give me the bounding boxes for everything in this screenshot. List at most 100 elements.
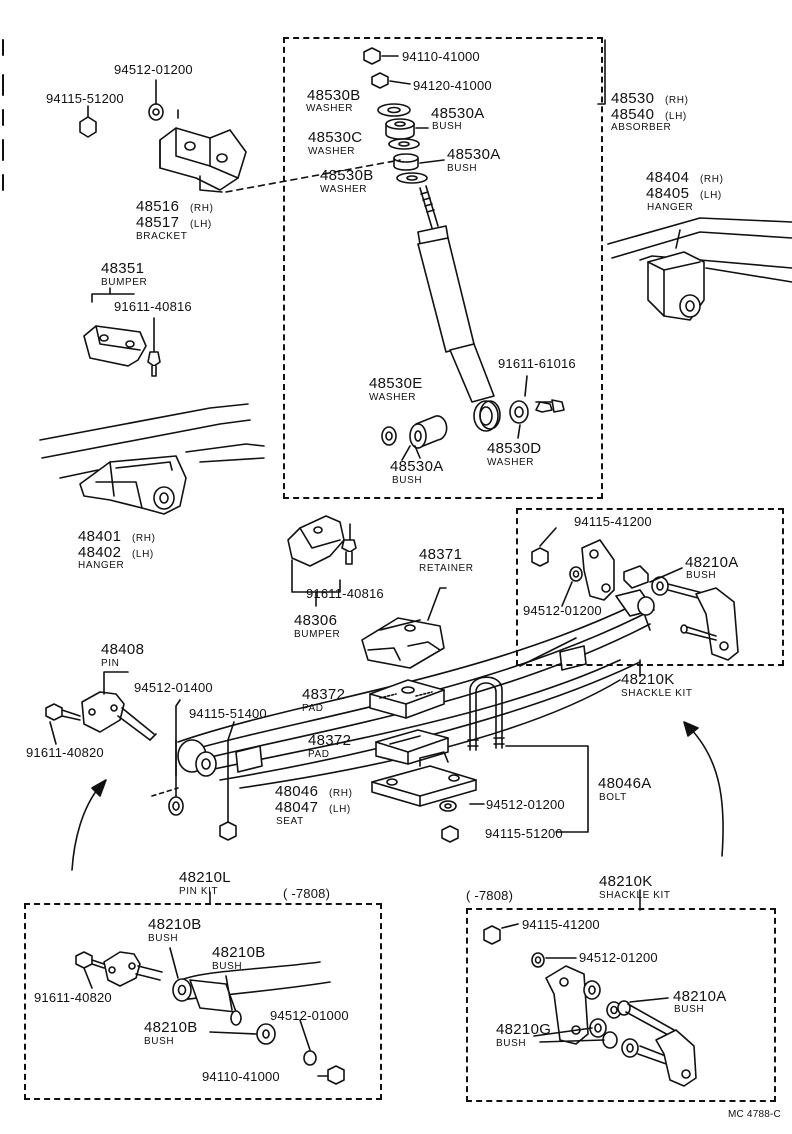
shackle-kit-lower-bush-a-pn: 48210A	[673, 988, 727, 1005]
shackle-kit-lower-drawing	[483, 923, 697, 1087]
shackle-upper-washer: 94512-01200	[523, 603, 602, 618]
pin-kit-arrow	[71, 779, 107, 871]
pin-kit-bush2-name: BUSH	[212, 961, 243, 972]
bracket-lh-side: (LH)	[190, 219, 212, 230]
bracket-nut-label: 94115-51200	[46, 91, 124, 106]
absorber-group-box	[283, 37, 603, 499]
absorber-nut-top-label: 94110-41000	[402, 49, 480, 64]
absorber-bush-upper-drawing	[385, 118, 429, 140]
front-hanger-lh-side: (LH)	[132, 549, 154, 560]
bolt-group-nut: 94115-51200	[485, 826, 563, 841]
absorber-washer-lower-drawing	[396, 172, 428, 184]
bracket-nut-drawing	[79, 105, 97, 138]
front-hanger-drawing	[39, 403, 265, 515]
bracket-name: BRACKET	[136, 231, 188, 242]
absorber-bush-mid-name: BUSH	[447, 163, 478, 174]
absorber-washer-e-pn: 48530E	[369, 375, 423, 392]
shackle-kit-arrow-upper	[683, 721, 724, 857]
pin-kit-washer: 94512-01000	[270, 1008, 349, 1023]
upper-bumper-drawing	[83, 287, 161, 377]
absorber-leaders	[401, 39, 606, 461]
pin-name: PIN	[101, 658, 120, 669]
pin-kit-bush1-pn: 48210B	[148, 916, 202, 933]
pad-upper-drawing	[369, 679, 445, 719]
absorber-nut-second-drawing	[371, 72, 411, 89]
pin-kit-nut: 94110-41000	[202, 1069, 280, 1084]
pin-kit-bush3-pn: 48210B	[144, 1019, 198, 1036]
rear-hanger-rh-pn: 48404	[646, 169, 690, 186]
seat-name: SEAT	[276, 816, 304, 827]
shackle-kit-lower-bush-a-name: BUSH	[674, 1004, 705, 1015]
absorber-nut-second-label: 94120-41000	[413, 78, 492, 93]
front-hanger-lh-pn: 48402	[78, 544, 122, 561]
upper-bumper-pn: 48351	[101, 260, 145, 277]
shackle-kit-lower-washer: 94512-01200	[579, 950, 658, 965]
seat-lh-pn: 48047	[275, 799, 319, 816]
pin-kit-bolt: 91611-40820	[34, 990, 112, 1005]
absorber-washer-d-name: WASHER	[487, 457, 535, 468]
absorber-bush-upper-name: BUSH	[432, 121, 463, 132]
absorber-washer-e-name: WASHER	[369, 392, 417, 403]
bracket-washer-label: 94512-01200	[114, 62, 193, 77]
rear-hanger-drawing	[607, 217, 792, 321]
absorber-bolt-pn: 91611-61016	[498, 356, 576, 371]
absorber-rh-side: (RH)	[665, 95, 689, 106]
u-bolt-drawing	[467, 676, 505, 751]
rear-hanger-lh-side: (LH)	[700, 190, 722, 201]
shackle-upper-bush-name: BUSH	[686, 570, 717, 581]
bolt-group-washer: 94512-01200	[486, 797, 565, 812]
pin-kit-box	[24, 903, 382, 1100]
absorber-washer-c-pn: 48530C	[308, 129, 363, 146]
pad-upper-pn: 48372	[302, 686, 346, 703]
absorber-washer-d-pn: 48530D	[487, 440, 542, 457]
rear-hanger-name: HANGER	[647, 202, 694, 213]
absorber-washer-d-drawing	[509, 400, 529, 424]
bracket-washer-drawing	[148, 79, 164, 121]
shackle-upper-drawing	[531, 527, 739, 661]
pad-lower-drawing	[375, 729, 449, 765]
pin-nut-drawing	[219, 721, 237, 841]
bracket-dash-to-absorber	[225, 159, 401, 193]
absorber-lh-side: (LH)	[665, 111, 687, 122]
front-hanger-rh-side: (RH)	[132, 533, 156, 544]
absorber-washer-c-name: WASHER	[308, 146, 356, 157]
rear-hanger-lh-pn: 48405	[646, 185, 690, 202]
shackle-kit-lower-name: SHACKLE KIT	[599, 890, 671, 901]
absorber-washer-upper-name: WASHER	[306, 103, 354, 114]
absorber-washer-lower-name: WASHER	[320, 184, 368, 195]
seat-lh-side: (LH)	[329, 804, 351, 815]
retainer-drawing	[361, 587, 447, 669]
absorber-bush-mid-pn: 48530A	[447, 146, 501, 163]
bracket-rh-pn: 48516	[136, 198, 180, 215]
pin-kit-bush2-pn: 48210B	[212, 944, 266, 961]
rear-hanger-rh-side: (RH)	[700, 174, 724, 185]
absorber-washer-e-drawing	[381, 426, 397, 446]
pin-kit-name: PIN KIT	[179, 886, 219, 897]
bracket-drawing	[159, 109, 247, 193]
shackle-upper-nut: 94115-41200	[574, 514, 652, 529]
shackle-kit-lower-range: ( -7808)	[466, 888, 514, 903]
pin-kit-drawing	[75, 947, 345, 1085]
absorber-bush-low-name: BUSH	[392, 475, 423, 486]
bolt-group-pn: 48046A	[598, 775, 652, 792]
lower-bumper-pn: 48306	[294, 612, 338, 629]
lower-bumper-name: BUMPER	[294, 629, 341, 640]
front-hanger-name: HANGER	[78, 560, 125, 571]
pin-pn: 48408	[101, 641, 145, 658]
shackle-upper-bush-pn: 48210A	[685, 554, 739, 571]
absorber-washer-c-drawing	[388, 138, 420, 150]
bolt-group-name: BOLT	[599, 792, 627, 803]
absorber-bush-low-pn: 48530A	[390, 458, 444, 475]
pin-nut: 94115-51400	[189, 706, 267, 721]
bolt-group-hardware	[439, 745, 589, 843]
pin-drawing	[81, 671, 157, 741]
shackle-kit-lower-box	[466, 908, 776, 1102]
retainer-name: RETAINER	[419, 563, 474, 574]
pin-kit-bush3-name: BUSH	[144, 1036, 175, 1047]
seat-rh-pn: 48046	[275, 783, 319, 800]
footer-code: MC 4788-C	[728, 1109, 781, 1120]
shackle-upper-group-box	[516, 508, 784, 666]
pin-washer: 94512-01400	[134, 680, 213, 695]
pin-kit-range: ( -7808)	[283, 886, 331, 901]
